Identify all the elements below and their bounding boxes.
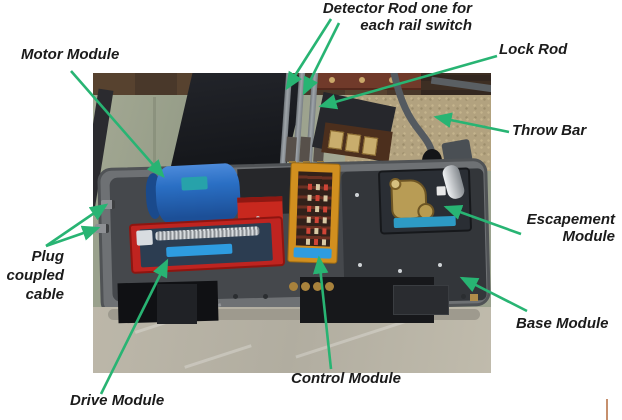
label-detector-rod-line2: each rail switch bbox=[360, 17, 472, 34]
bolt bbox=[329, 77, 335, 83]
concrete-seam bbox=[153, 97, 156, 169]
cable-connector-block bbox=[157, 284, 197, 324]
label-detector-rod-line1: Detector Rod one for bbox=[322, 0, 472, 17]
bolt bbox=[389, 77, 395, 83]
flange-hole bbox=[461, 294, 466, 299]
label-plug-coupled-cable: Plug coupled cable bbox=[0, 247, 64, 304]
label-base-module: Base Module bbox=[516, 315, 609, 332]
plug-connector bbox=[95, 224, 109, 233]
label-plug-line2: coupled bbox=[6, 267, 64, 284]
arrow-lock-rod bbox=[318, 54, 498, 110]
screw bbox=[438, 263, 442, 267]
brass-roller bbox=[313, 282, 322, 291]
label-plug-line3: cable bbox=[25, 286, 64, 303]
arrow-detector-rod-2 bbox=[302, 22, 341, 96]
label-drive-module: Drive Module bbox=[70, 392, 165, 409]
arrow-plug-cable-1 bbox=[45, 203, 109, 248]
arrow-control-module bbox=[312, 255, 333, 370]
arrow-base-module bbox=[459, 276, 528, 313]
label-detector-rod: Detector Rod one for each rail switch bbox=[296, 0, 472, 34]
slide-accent-line bbox=[606, 399, 608, 420]
label-throw-bar: Throw Bar bbox=[512, 122, 587, 139]
screw bbox=[355, 193, 359, 197]
arrow-motor-module bbox=[70, 70, 165, 178]
label-motor-module: Motor Module bbox=[21, 46, 120, 63]
label-plug-line1: Plug bbox=[31, 248, 65, 265]
arrow-plug-cable-2 bbox=[45, 225, 101, 248]
label-escapement-line1: Escapement bbox=[526, 211, 615, 228]
brass-roller bbox=[289, 282, 298, 291]
screw bbox=[358, 263, 362, 267]
label-lock-rod: Lock Rod bbox=[499, 41, 568, 58]
arrow-drive-module bbox=[99, 258, 169, 395]
arrow-throw-bar bbox=[433, 112, 510, 134]
screw bbox=[398, 269, 402, 273]
arrow-detector-rod-1 bbox=[285, 18, 333, 91]
label-control-module: Control Module bbox=[291, 370, 401, 387]
flange-hole bbox=[263, 294, 268, 299]
housing-shadow bbox=[108, 309, 480, 320]
label-escapement-line2: Module bbox=[562, 228, 616, 245]
brass-fitting bbox=[470, 294, 478, 301]
bolt bbox=[359, 77, 365, 83]
brass-roller bbox=[325, 282, 334, 291]
bracket-detail bbox=[393, 285, 449, 315]
brass-roller bbox=[301, 282, 310, 291]
arrow-escapement-module bbox=[443, 204, 522, 236]
label-escapement-module: Escapement Module bbox=[518, 211, 615, 245]
flange-hole bbox=[233, 294, 238, 299]
